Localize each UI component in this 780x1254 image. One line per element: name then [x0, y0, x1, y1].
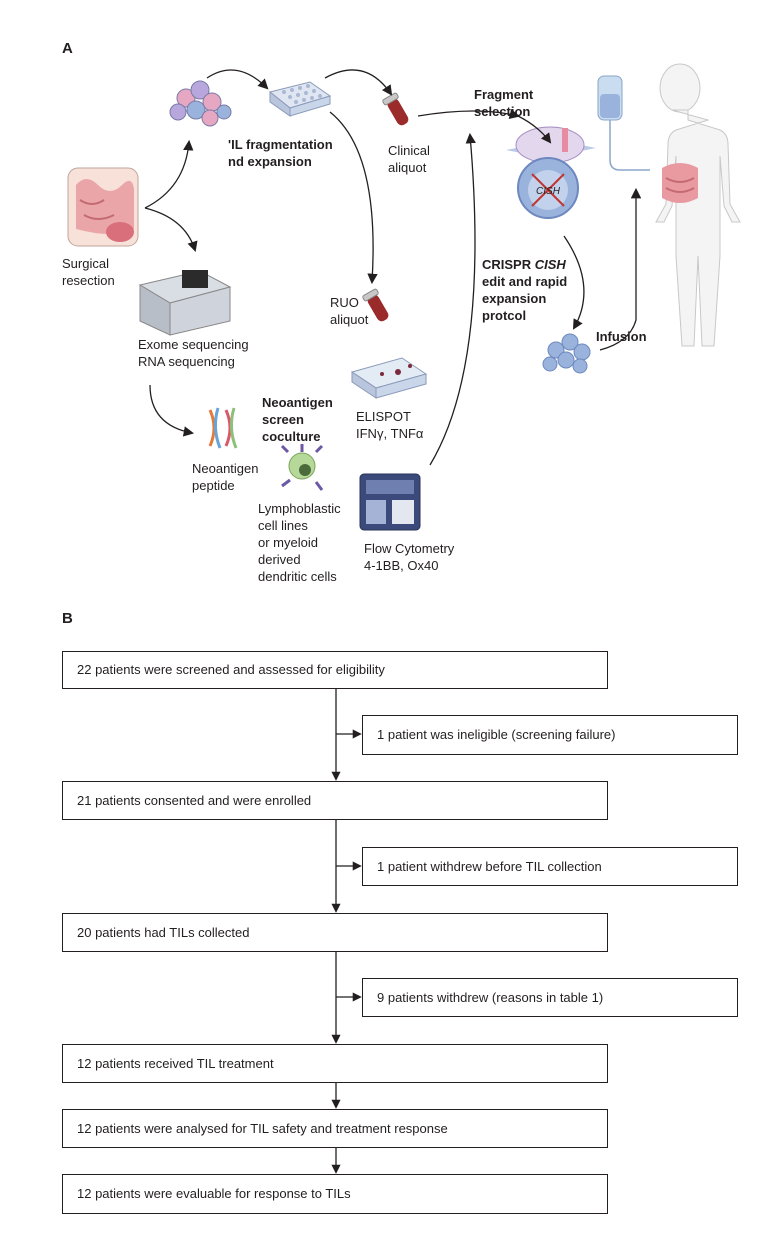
surgical-resection-icon [67, 167, 139, 247]
til-fragmentation-label: 'IL fragmentation nd expansion [228, 137, 333, 169]
flow-box-withdrew-before: 1 patient withdrew before TIL collection [362, 847, 738, 886]
flow-box-analysed: 12 patients were analysed for TIL safety… [62, 1109, 608, 1148]
flow-box-screened: 22 patients were screened and assessed f… [62, 651, 608, 689]
elispot-plate-icon [350, 357, 428, 399]
well-plate-icon [268, 81, 332, 117]
panel-b-label: B [62, 610, 73, 627]
lymphoblastic-label: Lymphoblastic cell lines or myeloid deri… [258, 501, 341, 584]
neoantigen-peptide-label: Neoantigen peptide [192, 461, 259, 493]
flow-box-evaluable: 12 patients were evaluable for response … [62, 1174, 608, 1214]
flow-cytometry-label: Flow Cytometry 4-1BB, Ox40 [364, 541, 455, 573]
tumor-cells-icon [169, 80, 232, 127]
elispot-label: ELISPOT IFNγ, TNFα [356, 409, 424, 441]
infusion-label: Infusion [596, 329, 647, 344]
crispr-label: CRISPR CISH edit and rapid expansion pro… [482, 256, 567, 324]
panel-a-illustration: CISH [67, 63, 741, 531]
flow-cytometer-icon [359, 473, 421, 531]
expanded-cells-icon [542, 333, 591, 374]
neoantigen-screen-label: Neoantigen screen coculture [262, 395, 333, 444]
flow-box-withdrew: 9 patients withdrew (reasons in table 1) [362, 978, 738, 1017]
dendritic-cell-icon [280, 444, 324, 491]
iv-bag-icon [597, 75, 650, 171]
flow-box-received-treatment: 12 patients received TIL treatment [62, 1044, 608, 1083]
crispr-prefix: CRISPR [482, 257, 535, 272]
sequencing-label: Exome sequencing RNA sequencing [138, 337, 249, 369]
neoantigen-peptide-icon [208, 407, 238, 449]
flow-box-enrolled: 21 patients consented and were enrolled [62, 781, 608, 820]
clinical-aliquot-label: Clinical aliquot [388, 143, 430, 175]
surgical-resection-label: Surgical resection [62, 256, 115, 288]
panel-a-label: A [62, 40, 73, 57]
crispr-edit-icon [506, 126, 596, 219]
fragment-selection-label: Fragment selection [474, 87, 534, 119]
ruo-aliquot-label: RUO aliquot [330, 295, 369, 327]
cish-icon-label: CISH [536, 186, 561, 197]
crispr-rest: edit and rapid expansion protcol [482, 274, 568, 323]
patient-body-icon [655, 63, 741, 347]
sequencer-icon [138, 270, 232, 336]
flow-box-ineligible: 1 patient was ineligible (screening fail… [362, 715, 738, 755]
crispr-gene: CISH [534, 257, 566, 272]
flow-box-tils-collected: 20 patients had TILs collected [62, 913, 608, 952]
clinical-aliquot-tube-icon [382, 92, 409, 126]
ruo-aliquot-tube-icon [362, 288, 389, 322]
